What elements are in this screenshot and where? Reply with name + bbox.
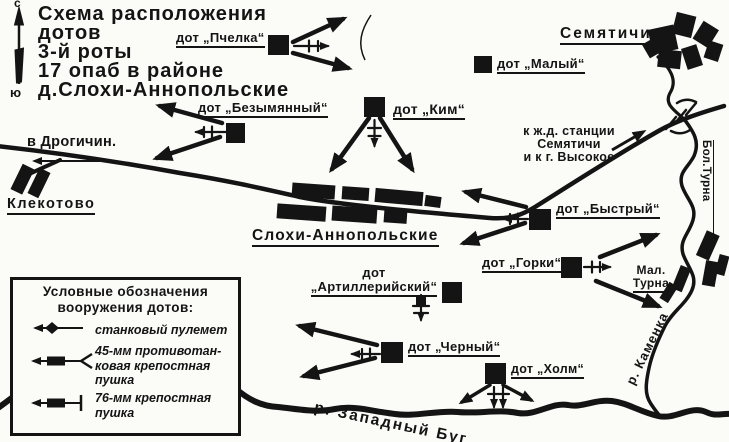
dot-artilleriysky-marker [442,282,462,303]
legend-item-2-line-3: пушка [95,373,135,387]
bol-turna-label: Бол.Турна [700,140,715,240]
compass-north-label: с [14,0,21,10]
76mm-fortress-gun-symbol [31,395,83,411]
dot-artilleriysky-label: дот „Артиллерийский“ [306,265,442,297]
legend-title-line-2: вооружения дотов: [57,300,194,315]
dot-gorki-label: дот „Горки“ [482,255,562,273]
klekotovo-label: Клекотово [7,196,96,215]
bezymyanny-machine-gun-icon [194,125,228,139]
kholm-machine-guns-icon [486,385,511,409]
dot-maly-marker [474,56,492,73]
bystry-fire-arrows [459,187,529,246]
bystry-machine-gun-icon [502,212,530,226]
railroad-crossing-icon [664,98,698,135]
45mm-fortress-gun-symbol [31,352,93,370]
legend-item-3-line-2: пушка [95,405,135,420]
dot-cherny-marker [381,342,403,363]
legend-item-2-line-2: ковая крепостная [95,358,211,373]
dot-artilleriysky-label-line-1: дот [362,265,386,280]
dot-gorki-marker [561,257,582,278]
legend-item-1-label: станковый пулемет [95,323,228,337]
slohi-annopolskie-label: Слохи-Аннопольские [252,227,439,247]
semyatichi-label: Семятичи [560,25,652,45]
title-line-5: д.Слохи-Аннопольские [38,79,290,101]
legend: Условные обозначения вооружения дотов: с… [10,277,241,436]
map-title: Схема расположения дотов 3-й роты 17 опа… [38,3,290,101]
legend-item-3-line-1: 76-мм крепостная [95,391,212,405]
compass-icon [13,6,25,84]
station-note-line-2: Семятичи [537,137,601,151]
kim-fire-arrows [329,115,415,174]
station-direction-note: к ж.д. станции Семятичи и к г. Высокое [494,125,644,164]
legend-item-3-label: 76-мм крепостная пушка [95,391,211,420]
dot-kholm-marker [485,363,506,384]
mal-turna-town [659,230,729,304]
artilleriysky-76mm-gun-icon [411,293,431,322]
bezymyanny-fire-arrows [152,102,225,161]
drogichin-road-label: в Дрогичин. [27,134,117,150]
dot-kholm-label: дот „Холм“ [511,362,585,379]
dot-cherny-label: дот „Черный“ [408,339,501,357]
title-line-2: дотов [38,22,102,44]
legend-title-line-1: Условные обозначения [42,284,209,299]
kim-machine-gun-icon [366,118,383,148]
dot-kim-marker [364,97,385,117]
slohi-annopolskie-town [276,182,442,224]
gorki-fire-arrows [593,232,663,309]
mal-turna-label: Мал. Турна [628,263,674,293]
mal-turna-label-line-2: Турна [628,275,674,293]
pchelka-machine-gun-icon [292,39,330,53]
dot-pchelka-marker [268,35,289,55]
station-note-line-1: к ж.д. станции [523,124,615,138]
klekotovo-town [10,163,51,199]
kholm-fire-arrows [458,383,535,405]
dot-bystry-marker [529,209,551,230]
field-path-line [359,14,372,61]
compass-south-label: ю [10,85,22,100]
cherny-machine-gun-icon [350,347,382,361]
station-note-line-3: и к г. Высокое [523,150,615,164]
title-line-1: Схема расположения [38,3,267,25]
dot-artilleriysky-label-line-2: „Артиллерийский“ [306,278,442,297]
dot-bystry-label: дот „Быстрый“ [556,202,660,219]
semyatichi-town [641,11,724,70]
cherny-fire-arrows [295,321,380,381]
dot-maly-label: дот „Малый“ [497,56,585,74]
dot-pchelka-label: дот „Пчелка“ [176,30,265,48]
dot-kim-label: дот „Ким“ [393,101,466,120]
title-line-3: 3-й роты [38,41,133,63]
legend-item-2-label: 45-мм противотан- ковая крепостная пушка [95,344,221,388]
machine-gun-symbol [33,322,83,334]
title-line-4: 17 опаб в районе [38,60,225,82]
dot-bezymyanny-marker [226,123,245,143]
legend-item-2-line-1: 45-мм противотан- [95,344,222,358]
dot-bezymyanny-label: дот „Безымянный“ [198,100,328,118]
mal-turna-label-line-1: Мал. [636,263,666,277]
gorki-machine-gun-icon [582,260,612,274]
station-direction-arrow [611,129,647,152]
pchelka-fire-arrows [290,16,353,72]
